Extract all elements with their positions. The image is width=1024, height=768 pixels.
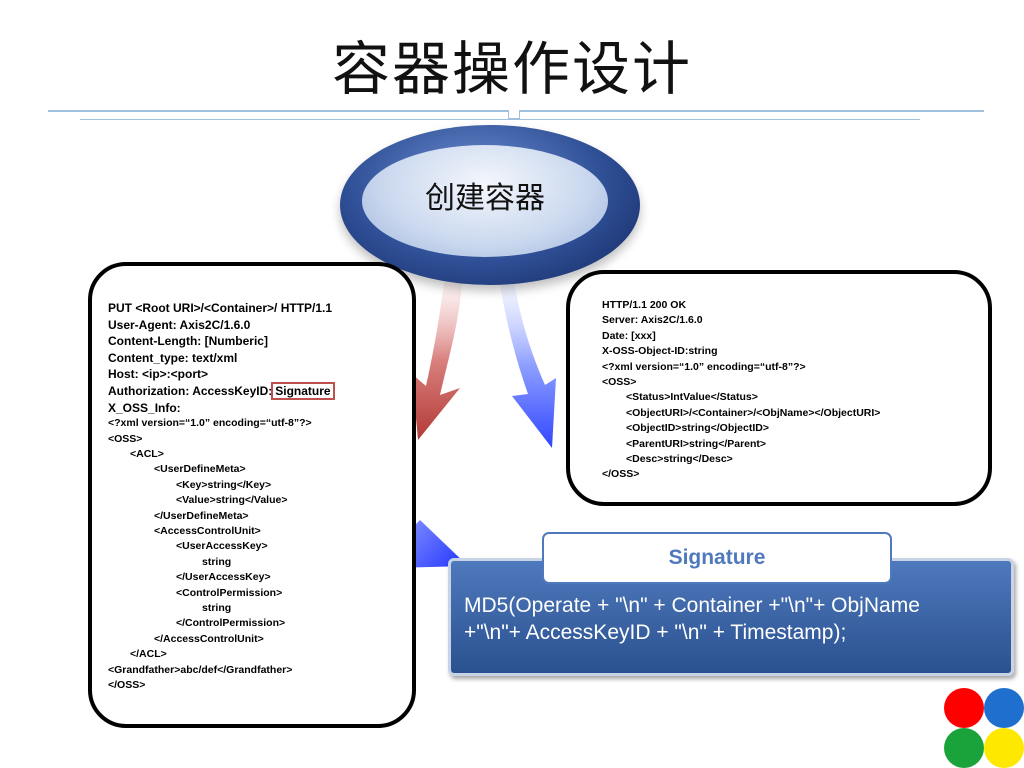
formula-line-1: MD5(Operate + "\n" + Container +"\n"+ Ob… bbox=[464, 594, 920, 617]
request-line: X_OSS_Info: bbox=[108, 400, 181, 415]
request-line: Content_type: text/xml bbox=[108, 350, 238, 365]
request-line: <AccessControlUnit> bbox=[154, 525, 261, 537]
request-line: <ControlPermission> bbox=[176, 586, 283, 599]
response-line: <?xml version=“1.0” encoding=“utf-8”?> bbox=[602, 360, 806, 373]
node-inner bbox=[362, 145, 608, 257]
response-line: <Desc>string</Desc> bbox=[626, 453, 733, 466]
request-line: <?xml version=“1.0” encoding=“utf-8”?> bbox=[108, 417, 312, 430]
logo-dot-yellow bbox=[984, 728, 1024, 768]
response-arrow bbox=[500, 280, 556, 448]
request-line: User-Agent: Axis2C/1.6.0 bbox=[108, 317, 251, 332]
response-line: <Status>IntValue</Status> bbox=[626, 391, 758, 404]
response-line: Date: [xxx] bbox=[602, 329, 656, 342]
request-line: <UserDefineMeta> bbox=[154, 463, 246, 476]
divider-notch bbox=[508, 110, 520, 119]
page-title: 容器操作设计 bbox=[331, 35, 692, 103]
request-line: </UserAccessKey> bbox=[176, 571, 271, 584]
request-line: </UserDefineMeta> bbox=[154, 509, 249, 522]
response-line: <ObjectID>string</ObjectID> bbox=[626, 422, 769, 435]
request-line: <ACL> bbox=[130, 447, 164, 460]
node-label: 创建容器 bbox=[425, 181, 545, 216]
logo-dot-green bbox=[944, 728, 984, 768]
response-line: </OSS> bbox=[602, 468, 640, 481]
formula-line-2: +"\n"+ AccessKeyID + "\n" + Timestamp); bbox=[464, 621, 847, 644]
request-line: string bbox=[202, 602, 232, 615]
create-container-node: 创建容器 bbox=[340, 125, 640, 285]
request-line: Host: <ip>:<port> bbox=[108, 367, 209, 382]
request-line: <Grandfather>abc/def</Grandfather> bbox=[108, 663, 293, 676]
logo-dot-blue bbox=[984, 688, 1024, 728]
response-line: Server: Axis2C/1.6.0 bbox=[602, 314, 703, 327]
request-arrow bbox=[412, 280, 462, 440]
response-line: X-OSS-Object-ID:string bbox=[602, 345, 718, 358]
request-line: PUT <Root URI>/<Container>/ HTTP/1.1 bbox=[108, 301, 333, 315]
request-line: </ControlPermission> bbox=[176, 617, 286, 630]
request-line: <Value>string</Value> bbox=[176, 494, 288, 507]
title-divider-secondary bbox=[80, 119, 920, 120]
response-line: <OSS> bbox=[602, 376, 637, 389]
request-line: string bbox=[202, 555, 232, 568]
request-line: Authorization: AccessKeyID:Signature bbox=[108, 381, 335, 400]
signature-formula: MD5(Operate + "\n" + Container +"\n"+ Ob… bbox=[464, 592, 1000, 646]
request-line: <UserAccessKey> bbox=[176, 540, 268, 553]
request-line: </AccessControlUnit> bbox=[154, 632, 264, 645]
signature-tab: Signature bbox=[542, 532, 892, 584]
request-line: <OSS> bbox=[108, 432, 143, 445]
response-line: <ParentURI>string</Parent> bbox=[626, 437, 767, 450]
request-line: Content-Length: [Numberic] bbox=[108, 334, 268, 349]
request-line: </OSS> bbox=[108, 679, 146, 692]
request-line: </ACL> bbox=[130, 648, 167, 661]
logo-dot-red bbox=[944, 688, 984, 728]
response-line: HTTP/1.1 200 OK bbox=[602, 299, 687, 311]
response-line: <ObjectURI>/<Container>/<ObjName></Objec… bbox=[626, 406, 881, 419]
signature-highlight: Signature bbox=[271, 381, 335, 400]
request-line: <Key>string</Key> bbox=[176, 478, 272, 491]
